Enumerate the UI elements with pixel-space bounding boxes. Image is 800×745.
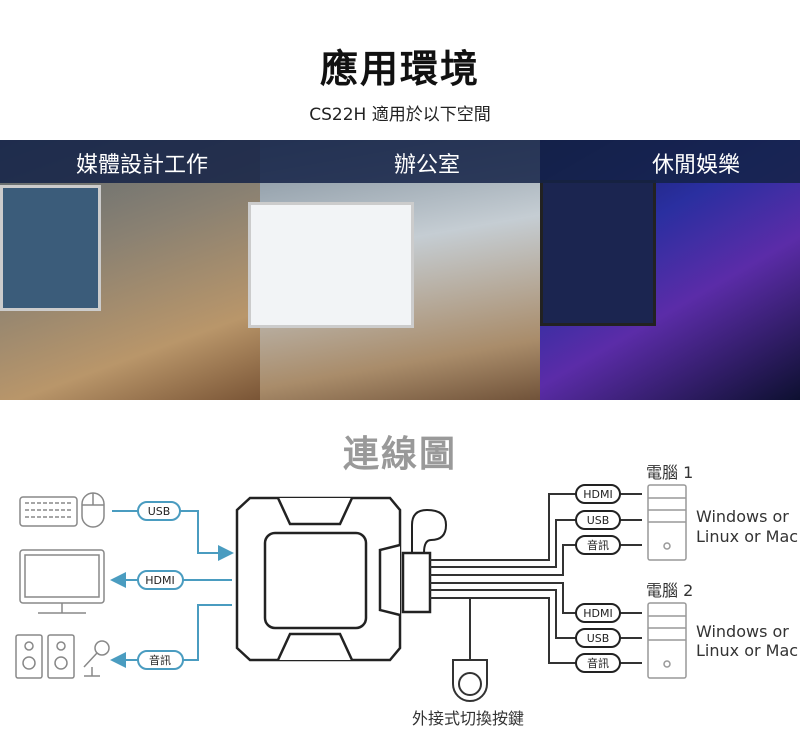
page-subtitle: CS22H 適用於以下空間 (309, 105, 491, 125)
pc2-tower-icon (647, 602, 687, 679)
gaming-photo (540, 140, 800, 400)
diagram-title: 連線圖 (342, 434, 457, 475)
pc2-name: 電腦 2 (646, 581, 693, 600)
pc1-audio-label: 音訊 (587, 538, 609, 552)
usage-scenes-banner: 媒體設計工作 辦公室 休閒娛樂 (0, 140, 800, 400)
pc2-os-line2: Linux or Mac (696, 641, 798, 660)
page-title: 應用環境 (319, 47, 480, 91)
pc2-usb-label: USB (587, 632, 610, 645)
pc1-name: 電腦 1 (646, 463, 693, 482)
pc1-os-line2: Linux or Mac (696, 527, 798, 546)
pc1-hdmi-label: HDMI (583, 488, 612, 501)
speakers-icon (15, 634, 75, 679)
media-design-photo (0, 140, 260, 400)
pc1-tower-icon (647, 484, 687, 561)
pc-port-pills (575, 484, 621, 673)
label-entertainment: 休閒娛樂 (652, 153, 741, 178)
pc2-os-line1: Windows or (696, 622, 789, 641)
hdmi-output-connection (114, 571, 232, 589)
pc2-hdmi-label: HDMI (583, 607, 612, 620)
pc1-usb-label: USB (587, 514, 610, 527)
pc-cables (430, 493, 642, 664)
external-switch-button-icon (452, 659, 488, 702)
kvm-switch-device (235, 496, 448, 662)
keyboard-icon (19, 496, 78, 527)
pc2-audio-label: 音訊 (587, 656, 609, 670)
mouse-icon (81, 492, 105, 528)
banner-label-bar: 媒體設計工作 辦公室 休閒娛樂 (0, 140, 800, 183)
usb-port-label: USB (148, 505, 171, 518)
monitor-icon (19, 549, 105, 614)
label-media-design: 媒體設計工作 (76, 153, 209, 178)
audio-output-connection (114, 604, 232, 669)
hdmi-port-label: HDMI (145, 574, 174, 587)
microphone-icon (83, 640, 110, 677)
audio-port-label: 音訊 (149, 653, 171, 667)
usb-input-connection (112, 501, 230, 553)
pc1-os-line1: Windows or (696, 507, 789, 526)
office-photo (248, 140, 550, 400)
switch-button-label: 外接式切換按鍵 (412, 709, 524, 728)
label-office: 辦公室 (394, 153, 461, 178)
